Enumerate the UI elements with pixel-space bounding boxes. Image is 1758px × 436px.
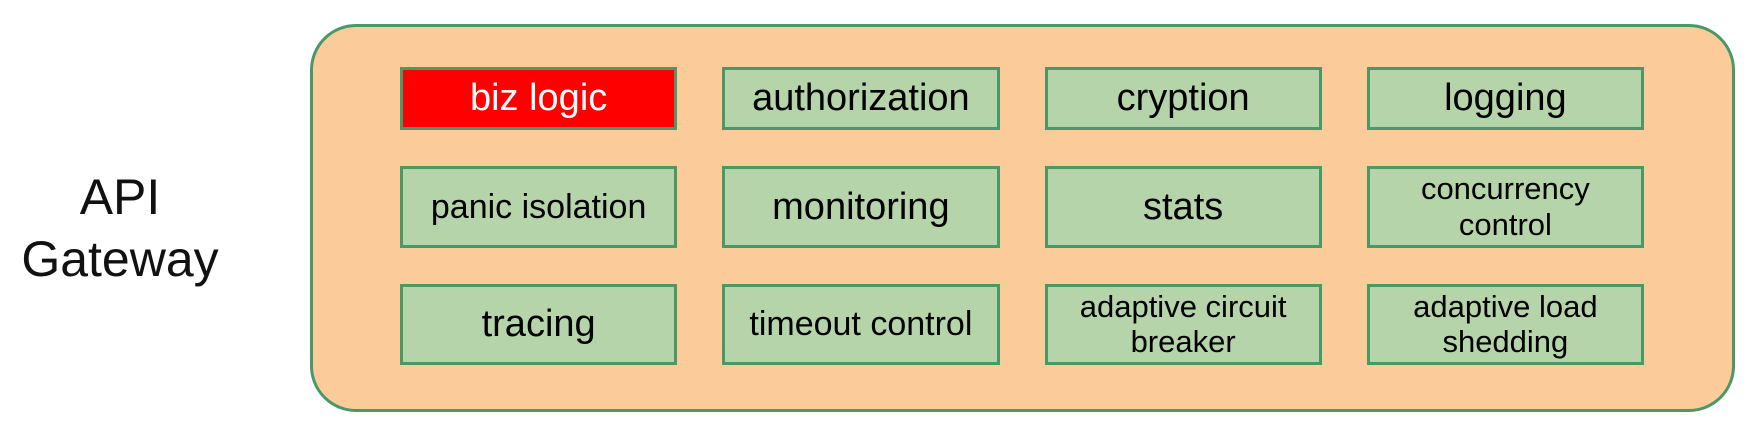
module-box-label: timeout control [749, 305, 973, 343]
api-gateway-label: API Gateway [0, 166, 240, 290]
module-box-timeout-control: timeout control [722, 283, 1000, 365]
module-box-label: adaptive circuit breaker [1079, 288, 1287, 360]
module-box-label: tracing [481, 302, 596, 345]
module-grid: biz logic authorization cryption logging pan… [400, 67, 1644, 365]
module-box-label: logging [1444, 77, 1567, 120]
module-box-label: panic isolation [430, 187, 647, 226]
module-box-label: stats [1143, 185, 1224, 228]
module-box-adaptive-load-shedding: adaptive load shedding [1366, 283, 1644, 365]
module-box-monitoring: monitoring [722, 166, 1000, 248]
module-box-adaptive-circuit-breaker: adaptive circuit breaker [1044, 283, 1322, 365]
module-box-label: biz logic [469, 77, 608, 120]
module-box-cryption: cryption [1044, 67, 1322, 131]
module-box-label: cryption [1116, 77, 1250, 120]
module-box-tracing: tracing [400, 283, 678, 365]
module-box-label: monitoring [772, 185, 950, 228]
api-gateway-container: biz logic authorization cryption logging pan… [310, 24, 1735, 412]
module-box-panic-isolation: panic isolation [400, 166, 678, 248]
module-box-concurrency-control: concurrency control [1366, 166, 1644, 248]
module-box-stats: stats [1044, 166, 1322, 248]
module-box-biz-logic: biz logic [400, 67, 678, 131]
module-box-label: adaptive load shedding [1413, 288, 1598, 360]
module-box-label: authorization [752, 77, 970, 120]
api-gateway-label-line1: API [79, 169, 161, 225]
api-gateway-label-line2: Gateway [21, 231, 219, 287]
module-box-logging: logging [1366, 67, 1644, 131]
module-box-label: concurrency control [1420, 171, 1590, 243]
module-box-authorization: authorization [722, 67, 1000, 131]
